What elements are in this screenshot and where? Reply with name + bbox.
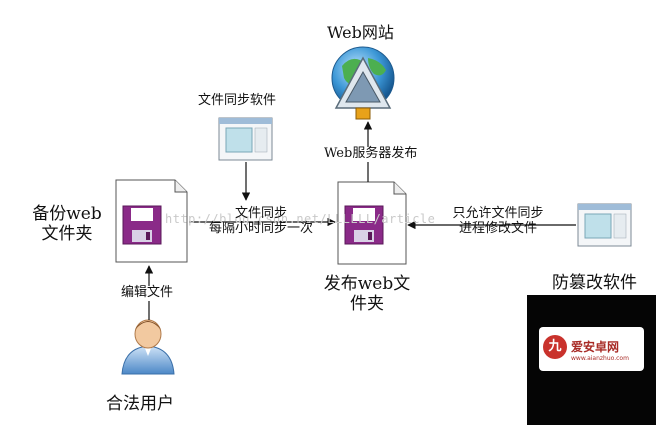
corner-logo-badge: 九 爱安卓网 www.aianzhuo.com — [527, 295, 656, 425]
sync-edge-label: 文件同步 每隔小时同步一次 — [200, 206, 322, 237]
backup-folder-label-line1: 备份web — [32, 204, 102, 224]
site-logo-mark: 九 — [543, 335, 567, 359]
tamper-software-label: 防篡改软件 — [552, 273, 637, 293]
sync-software-window-icon — [218, 117, 273, 161]
globe-icon — [331, 46, 395, 120]
sync-edge-label-line1: 文件同步 — [234, 206, 287, 221]
allow-edge-label-line2: 进程修改文件 — [458, 220, 537, 236]
user-icon — [121, 319, 175, 375]
site-logo-name: 爱安卓网 — [571, 340, 620, 354]
backup-folder-label-line2: 文件夹 — [41, 223, 93, 244]
sync-software-label: 文件同步软件 — [198, 93, 277, 108]
publish-folder-label: 发布web文 件夹 — [312, 274, 422, 314]
floppy-disk-icon — [344, 205, 384, 245]
backup-folder-label: 备份web 文件夹 — [27, 204, 107, 244]
site-logo-url: www.aianzhuo.com — [571, 355, 629, 362]
floppy-disk-icon — [122, 205, 162, 245]
publish-folder-label-line1: 发布web文 — [323, 274, 411, 294]
watermark-text: http://blog.csdn.net/LLLLLL/article — [165, 212, 436, 226]
publish-folder-document-icon — [337, 181, 407, 265]
sync-edge-label-line2: 每隔小时同步一次 — [208, 220, 313, 236]
website-label: Web网站 — [327, 23, 394, 42]
allow-edge-label-line1: 只允许文件同步 — [452, 206, 544, 221]
publish-folder-label-line2: 件夹 — [350, 293, 384, 314]
legit-user-label: 合法用户 — [106, 394, 174, 414]
edit-file-label: 编辑文件 — [119, 285, 176, 301]
allow-edge-label: 只允许文件同步 进程修改文件 — [448, 206, 548, 237]
backup-folder-document-icon — [115, 179, 188, 263]
site-logo: 九 爱安卓网 www.aianzhuo.com — [539, 327, 644, 371]
web-publish-label: Web服务器发布 — [322, 146, 420, 162]
tamper-software-window-icon — [577, 203, 632, 247]
